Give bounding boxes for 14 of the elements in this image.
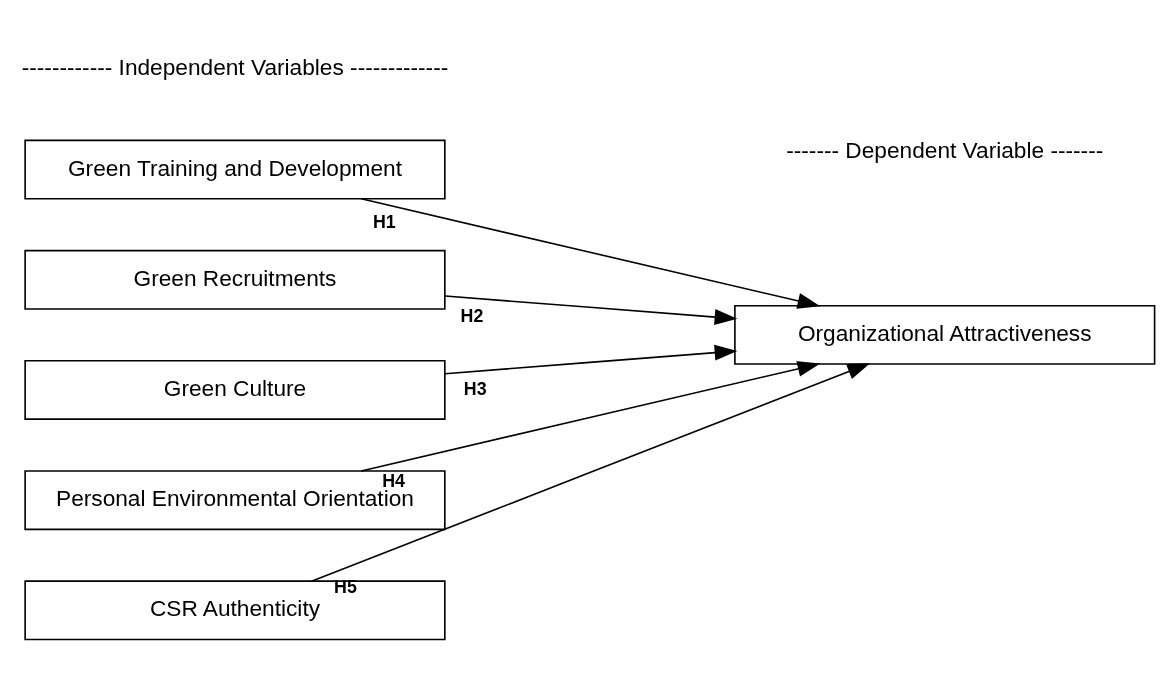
label: ------- Dependent Variable ------- bbox=[786, 136, 1104, 163]
edge-label: H1 bbox=[372, 212, 396, 233]
arrow bbox=[444, 295, 738, 325]
arrow bbox=[444, 344, 738, 375]
node-box: Green Training and Development bbox=[24, 139, 446, 200]
arrow bbox=[310, 363, 871, 582]
edge-label: H2 bbox=[460, 305, 484, 326]
node-box: Green Recruitments bbox=[24, 249, 446, 310]
edge-label: H3 bbox=[463, 378, 487, 399]
arrow bbox=[360, 197, 821, 309]
label: ------------ Independent Variables ------------- bbox=[21, 54, 449, 81]
arrow bbox=[360, 361, 821, 472]
node-box: Organizational Attractiveness bbox=[734, 304, 1156, 365]
node-box: Green Culture bbox=[24, 360, 446, 420]
